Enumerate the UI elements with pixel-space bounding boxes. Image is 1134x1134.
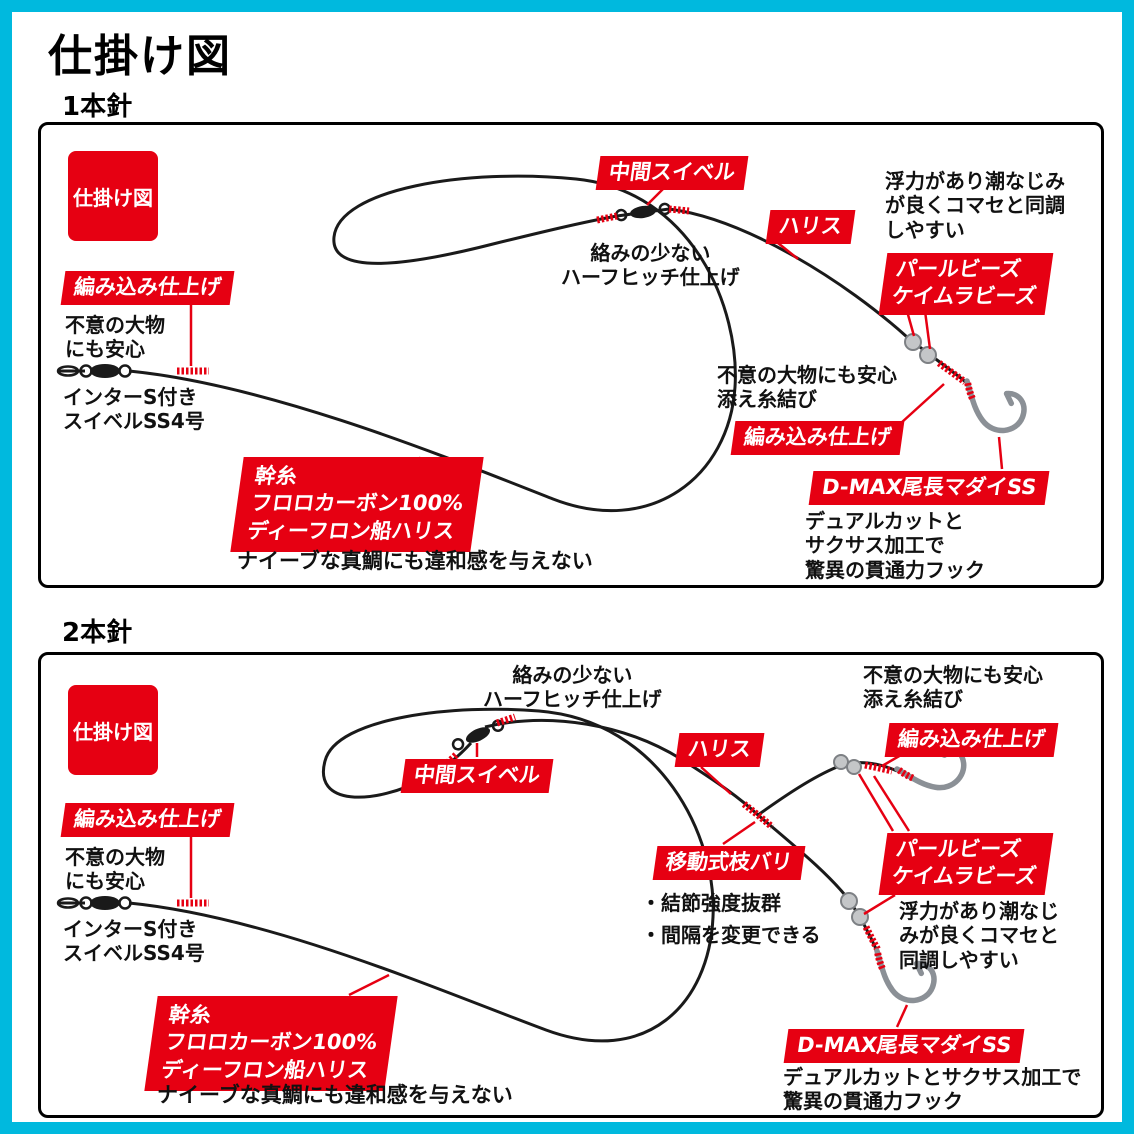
mid-swivel-label: 中間スイベル <box>595 156 749 191</box>
beads-icon <box>904 333 937 364</box>
buoyancy-note: 浮力があり潮なじみ が良くコマセと同調 しやすい <box>885 169 1065 242</box>
branch-label: 移動式枝バリ <box>652 846 806 881</box>
pointer-beads-b <box>923 310 932 350</box>
upper-beads-icon <box>833 754 862 775</box>
braid-left-note: 不意の大物 にも安心 <box>65 845 165 894</box>
rig-line-art-1 <box>56 174 1095 513</box>
diagram-box-1: 仕掛け図 中間スイベル ハリス パールビーズ ケイムラビーズ 編み込み仕上げ 編… <box>38 122 1104 588</box>
half-hitch-wrap-right <box>668 205 690 215</box>
lower-braid-wrap <box>862 925 882 952</box>
braid-left-note: 不意の大物 にも安心 <box>65 313 165 362</box>
pointer-beads-up-a <box>857 773 895 832</box>
branch-knot-wrap <box>741 801 775 830</box>
diagram-badge: 仕掛け図 <box>68 151 158 241</box>
half-hitch-note: 絡みの少ない ハーフヒッチ仕上げ <box>483 663 662 712</box>
braid-left-label: 編み込み仕上げ <box>60 803 235 838</box>
naive-note: ナイーブな真鯛にも違和感を与えない <box>157 1083 513 1107</box>
left-swivel-icon <box>56 896 132 910</box>
pointer-braid-right <box>900 383 945 424</box>
pointer-harisu <box>777 242 799 260</box>
diagram-badge: 仕掛け図 <box>68 685 158 775</box>
soe-note: 不意の大物にも安心 添え糸結び <box>863 663 1043 712</box>
braid-right-label: 編み込み仕上げ <box>884 723 1059 758</box>
dmax-note: デュアルカットとサクサス加工で 驚異の貫通力フック <box>783 1065 1082 1114</box>
pointer-branch <box>722 820 756 846</box>
beads-label: パールビーズ ケイムラビーズ <box>878 833 1054 895</box>
pointer-beads-a <box>905 310 916 337</box>
main-line <box>128 707 715 1043</box>
half-hitch-wrap-left <box>596 212 618 224</box>
mid-swivel-label: 中間スイベル <box>400 759 554 794</box>
half-hitch-wrap-right <box>495 713 517 727</box>
soe-note: 不意の大物にも安心 添え糸結び <box>717 363 897 412</box>
mid-swivel-icon <box>614 202 672 222</box>
naive-note: ナイーブな真鯛にも違和感を与えない <box>237 549 593 573</box>
pointer-dmax <box>895 1004 909 1028</box>
section-heading-1: 1本針 <box>62 92 133 122</box>
trunk-label: 幹糸 フロロカーボン100% ディーフロン船ハリス <box>230 457 484 552</box>
braid-wrap-hook <box>936 360 968 385</box>
buoyancy-note: 浮力があり潮なじ みが良くコマセと 同調しやすい <box>899 899 1059 972</box>
main-line <box>128 174 968 513</box>
beads-label: パールビーズ ケイムラビーズ <box>878 253 1054 315</box>
rig-line-art-2 <box>56 707 1095 1043</box>
trunk-label: 幹糸 フロロカーボン100% ディーフロン船ハリス <box>144 996 398 1091</box>
upper-braid-wrap <box>864 761 893 775</box>
branch-note: ・結節強度抜群 ・間隔を変更できる <box>641 891 821 947</box>
harisu-label: ハリス <box>765 210 856 245</box>
braid-left-label: 編み込み仕上げ <box>60 271 235 306</box>
left-swivel-icon <box>56 364 132 378</box>
pointer-mid-swivel <box>646 188 664 206</box>
page-title: 仕掛け図 <box>48 31 232 82</box>
section-heading-2: 2本針 <box>62 618 133 648</box>
braid-right-label: 編み込み仕上げ <box>730 421 905 456</box>
pointer-trunk <box>348 973 390 997</box>
hook-icon <box>961 381 1027 433</box>
dmax-label: D-MAX尾長マダイSS <box>808 471 1050 506</box>
pointer-harisu <box>700 766 732 795</box>
dmax-label: D-MAX尾長マダイSS <box>783 1029 1025 1064</box>
swivel-note: インターS付き スイベルSS4号 <box>63 917 205 966</box>
pointer-beads-down <box>863 893 896 916</box>
harisu-label: ハリス <box>674 733 765 768</box>
dmax-note: デュアルカットと サクサス加工で 驚異の貫通力フック <box>805 509 985 582</box>
swivel-note: インターS付き スイベルSS4号 <box>63 385 205 434</box>
pointer-dmax <box>997 436 1004 470</box>
pointer-beads-up-b <box>872 775 911 832</box>
diagram-box-2: 仕掛け図 中間スイベル ハリス 編み込み仕上げ パールビーズ ケイムラビーズ 移… <box>38 652 1104 1118</box>
half-hitch-note: 絡みの少ない ハーフヒッチ仕上げ <box>561 241 740 290</box>
branch-line <box>757 761 898 817</box>
